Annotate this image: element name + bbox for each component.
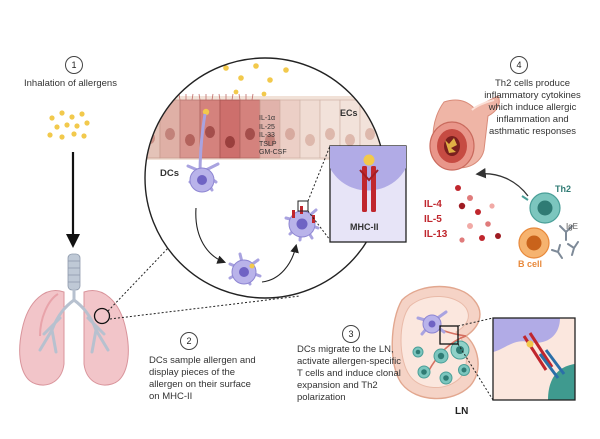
epithelium-cytokine: IL-25 bbox=[259, 123, 275, 131]
epithelium-cytokine: IL-1α bbox=[259, 115, 276, 122]
cytokine-particles bbox=[455, 185, 501, 243]
dcs-label: DCs bbox=[160, 168, 180, 179]
ige-antibodies bbox=[551, 225, 579, 259]
step-1-number: 1 bbox=[65, 56, 83, 74]
airway-zoom-circle bbox=[144, 57, 386, 299]
step-2-number: 2 bbox=[180, 332, 198, 350]
inflamed-bronchus bbox=[429, 95, 500, 171]
dendritic-cell-1 bbox=[186, 162, 220, 193]
step-3-number: 3 bbox=[342, 325, 360, 343]
ln-synapse-zoom bbox=[492, 317, 576, 401]
th2-cytokine: IL-4 bbox=[424, 199, 442, 210]
bcell-label: B cell bbox=[518, 259, 543, 269]
ige-label: IgE bbox=[566, 222, 579, 231]
lungs-illustration bbox=[19, 253, 129, 386]
dendritic-cell-3 bbox=[284, 206, 320, 242]
epithelium-cytokine: GM-CSF bbox=[259, 149, 287, 156]
step-4-number: 4 bbox=[510, 56, 528, 74]
inhalation-arrow bbox=[66, 152, 80, 248]
th2-cytokine: IL-5 bbox=[424, 214, 442, 225]
epithelium-cytokine: TSLP bbox=[259, 140, 277, 148]
th2-to-bronchus-arrow bbox=[475, 168, 529, 197]
allergen-particles bbox=[47, 110, 90, 140]
step-4-text: Th2 cells produce inflammatory cytokines… bbox=[484, 78, 581, 137]
th2-cell bbox=[521, 192, 561, 224]
epithelium-cytokine-list: IL-1α IL-25 IL-33 TSLP GM-CSF bbox=[259, 115, 299, 158]
step-1-text: Inhalation of allergens bbox=[24, 78, 117, 89]
zoom-lines-lung bbox=[107, 245, 301, 320]
step-2-text: DCs sample allergen and display pieces o… bbox=[149, 355, 256, 402]
epithelium-cytokine: IL-33 bbox=[259, 132, 275, 139]
dendritic-cell-2 bbox=[228, 252, 262, 286]
step-3-text: DCs migrate to the LN, activate allergen… bbox=[297, 344, 402, 403]
th2-label: Th2 bbox=[555, 184, 572, 194]
lymph-node bbox=[391, 285, 494, 401]
th2-cytokine: IL-13 bbox=[424, 229, 448, 240]
b-cell bbox=[518, 227, 550, 259]
ln-label: LN bbox=[455, 406, 469, 417]
mhc-zoom bbox=[297, 145, 407, 243]
ln-dendritic-cell bbox=[416, 310, 448, 336]
ln-t-cells bbox=[412, 340, 470, 385]
ecs-label: ECs bbox=[340, 108, 358, 118]
mhc-label: MHC-II bbox=[350, 222, 379, 232]
airway-allergens bbox=[202, 63, 289, 116]
